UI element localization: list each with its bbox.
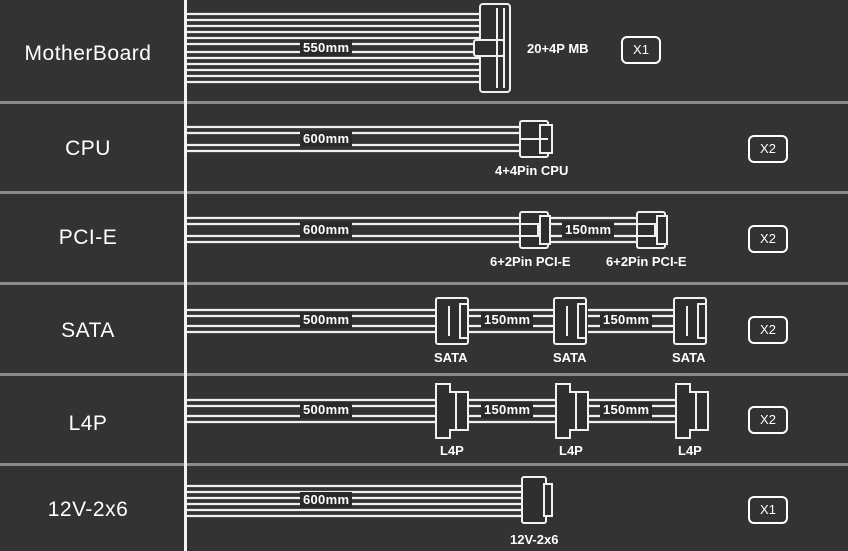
- row-label-12v: 12V-2x6: [47, 498, 129, 521]
- row-label-motherboard: MotherBoard: [24, 42, 152, 65]
- cable-length: 500mm: [300, 312, 353, 328]
- connector-label: 6+2Pin PCI-E: [490, 254, 571, 269]
- quantity-badge: X2: [748, 316, 788, 344]
- l4p-connector-1: [435, 383, 469, 439]
- quantity-badge: X2: [748, 135, 788, 163]
- row-label-sata: SATA: [61, 319, 115, 342]
- cable-length: 600mm: [300, 131, 353, 147]
- cable-length: 500mm: [300, 402, 353, 418]
- cable-length: 600mm: [300, 492, 353, 508]
- cpu-cable-wires: [187, 125, 520, 153]
- label-divider: [184, 0, 187, 551]
- quantity-badge: X1: [621, 36, 661, 64]
- quantity-badge: X2: [748, 225, 788, 253]
- motherboard-cable-wires: [187, 12, 480, 84]
- quantity-badge: X1: [748, 496, 788, 524]
- connector-label: 12V-2x6: [510, 532, 559, 547]
- connector-label: SATA: [553, 350, 587, 365]
- extension-length: 150mm: [481, 312, 534, 328]
- l4p-connector-2: [555, 383, 589, 439]
- quantity-badge: X2: [748, 406, 788, 434]
- connector-label: L4P: [559, 443, 583, 458]
- extension-length: 150mm: [600, 312, 653, 328]
- row-label-cpu: CPU: [65, 137, 111, 160]
- cpu-connector: [519, 120, 553, 158]
- row-label-pcie: PCI-E: [58, 226, 118, 249]
- connector-label: 6+2Pin PCI-E: [606, 254, 687, 269]
- 12v-cable-wires: [187, 484, 522, 518]
- pcie-connector-1: [519, 211, 551, 249]
- sata-cable-wires: [187, 308, 674, 334]
- l4p-connector-3: [675, 383, 709, 439]
- connector-label: 20+4P MB: [527, 41, 589, 56]
- row-label-l4p: L4P: [68, 412, 108, 435]
- extension-length: 150mm: [562, 222, 615, 238]
- cable-length: 600mm: [300, 222, 353, 238]
- 12v-connector: [521, 476, 553, 524]
- connector-label: SATA: [672, 350, 706, 365]
- sata-connector-1: [435, 297, 469, 345]
- row-separator: [0, 191, 848, 194]
- connector-label: 4+4Pin CPU: [495, 163, 569, 178]
- row-separator: [0, 101, 848, 104]
- pcie-connector-2: [636, 211, 668, 249]
- connector-label: L4P: [440, 443, 464, 458]
- extension-length: 150mm: [600, 402, 653, 418]
- connector-label: L4P: [678, 443, 702, 458]
- row-separator: [0, 282, 848, 285]
- connector-label: SATA: [434, 350, 468, 365]
- sata-connector-3: [673, 297, 707, 345]
- row-separator: [0, 373, 848, 376]
- cable-length: 550mm: [300, 40, 353, 56]
- sata-connector-2: [553, 297, 587, 345]
- motherboard-connector: [473, 3, 511, 93]
- row-separator: [0, 463, 848, 466]
- extension-length: 150mm: [481, 402, 534, 418]
